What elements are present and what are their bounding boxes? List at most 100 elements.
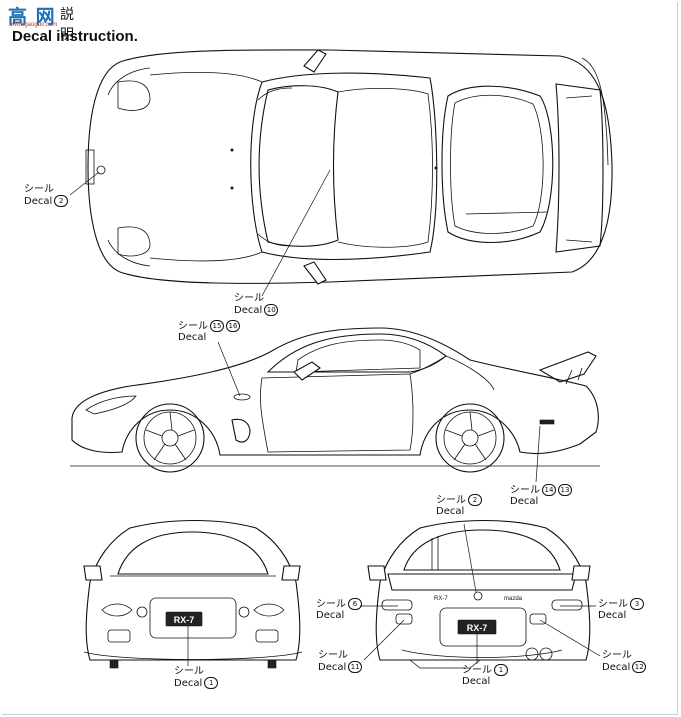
top-body-outline bbox=[87, 49, 613, 284]
callout-en: Decal bbox=[316, 610, 345, 621]
rear-plate-text: RX-7 bbox=[467, 623, 488, 633]
leader-side-rear bbox=[535, 425, 541, 483]
top-rear-window bbox=[441, 85, 554, 244]
front-headlight-left bbox=[101, 603, 133, 617]
callout-en: Decal bbox=[510, 496, 539, 507]
side-door bbox=[260, 373, 414, 453]
top-headlight-left bbox=[117, 80, 151, 111]
callout-jp: シール bbox=[462, 665, 492, 676]
side-fender-badge bbox=[233, 393, 251, 401]
decal-number: 13 bbox=[558, 484, 572, 496]
callout-jp: シール bbox=[234, 293, 264, 304]
decal-number: 3 bbox=[630, 598, 644, 610]
decal-number: 6 bbox=[348, 598, 362, 610]
decal-number: 10 bbox=[264, 304, 279, 316]
callout-en: Decal bbox=[602, 662, 631, 673]
callout-jp: シール bbox=[24, 184, 54, 195]
callout-jp: シール bbox=[602, 650, 632, 661]
top-mirror-right bbox=[303, 261, 327, 285]
page-title: Decal instruction. bbox=[12, 28, 138, 45]
top-nose-emblem bbox=[96, 165, 106, 175]
callout-en: Decal bbox=[318, 662, 347, 673]
callout-en: Decal bbox=[178, 332, 207, 343]
rear-body-outline bbox=[375, 519, 591, 661]
rear-window bbox=[403, 529, 561, 571]
rear-badge-left: RX-7 bbox=[434, 596, 448, 602]
top-windshield bbox=[258, 85, 339, 247]
callout-jp: シール bbox=[316, 599, 346, 610]
front-body-outline bbox=[85, 519, 301, 661]
front-plate-text: RX-7 bbox=[174, 615, 195, 625]
rear-spoiler bbox=[387, 573, 577, 591]
decal-number: 15 bbox=[210, 320, 224, 332]
decal-number: 16 bbox=[226, 320, 240, 332]
callout-jp: シール bbox=[510, 485, 540, 496]
side-view bbox=[70, 327, 600, 483]
side-body-outline bbox=[71, 327, 599, 456]
callout-jp: シール bbox=[598, 599, 628, 610]
decal-number: 2 bbox=[468, 494, 482, 506]
top-mirror-left bbox=[303, 49, 327, 73]
site-logo: 高 网 www.gaoguo.com bbox=[8, 2, 66, 28]
rear-view: RX-7 mazda RX-7 bbox=[360, 519, 601, 669]
decal-number: 14 bbox=[542, 484, 556, 496]
side-greenhouse bbox=[266, 333, 447, 373]
side-rear-spoiler bbox=[538, 351, 597, 383]
front-mirror-left bbox=[83, 565, 103, 581]
callout-en: Decal bbox=[234, 305, 263, 316]
side-mirror bbox=[293, 361, 321, 381]
callout-en: Decal bbox=[598, 610, 627, 621]
side-wheel-rear bbox=[435, 403, 505, 473]
decal-number: 2 bbox=[54, 195, 69, 207]
front-plate bbox=[165, 611, 203, 627]
leader-rear-right-lower bbox=[539, 619, 601, 657]
top-headlight-right bbox=[117, 226, 151, 257]
decal-number: 1 bbox=[204, 677, 219, 689]
side-rear-marker bbox=[539, 419, 555, 425]
leader-top-nose bbox=[69, 171, 100, 196]
top-nose-plate bbox=[85, 149, 95, 185]
top-greenhouse bbox=[250, 72, 438, 261]
side-vent bbox=[231, 418, 251, 443]
leader-side-fender bbox=[217, 341, 241, 397]
decal-number: 12 bbox=[632, 661, 647, 673]
rear-exhaust-left bbox=[525, 647, 539, 661]
rear-badge-right: mazda bbox=[504, 596, 523, 602]
callout-jp: シール bbox=[436, 495, 466, 506]
logo-url: www.gaoguo.com bbox=[10, 22, 58, 28]
decal-number: 11 bbox=[348, 661, 363, 673]
side-wheel-front bbox=[135, 403, 205, 473]
callout-en: Decal bbox=[24, 196, 53, 207]
top-rear-spoiler bbox=[555, 83, 604, 253]
leader-top-windshield bbox=[261, 169, 331, 297]
leader-rear-left-lower bbox=[363, 619, 405, 661]
callout-jp: シール bbox=[178, 321, 208, 332]
front-windshield bbox=[117, 531, 269, 575]
callout-en: Decal bbox=[174, 678, 203, 689]
callout-en: Decal bbox=[436, 506, 465, 517]
callout-en: Decal bbox=[462, 676, 491, 687]
top-view bbox=[69, 49, 613, 297]
front-headlight-right bbox=[253, 603, 285, 617]
front-mirror-right bbox=[281, 565, 301, 581]
rear-exhaust-right bbox=[539, 647, 553, 661]
front-view: RX-7 bbox=[83, 519, 303, 669]
title-japanese: 説明 bbox=[60, 7, 74, 43]
leader-rear-top bbox=[463, 523, 477, 593]
logo-text: 高 网 bbox=[8, 6, 56, 28]
decal-number: 1 bbox=[494, 664, 508, 676]
callout-jp: シール bbox=[174, 666, 204, 677]
callout-jp: シール bbox=[318, 650, 348, 661]
